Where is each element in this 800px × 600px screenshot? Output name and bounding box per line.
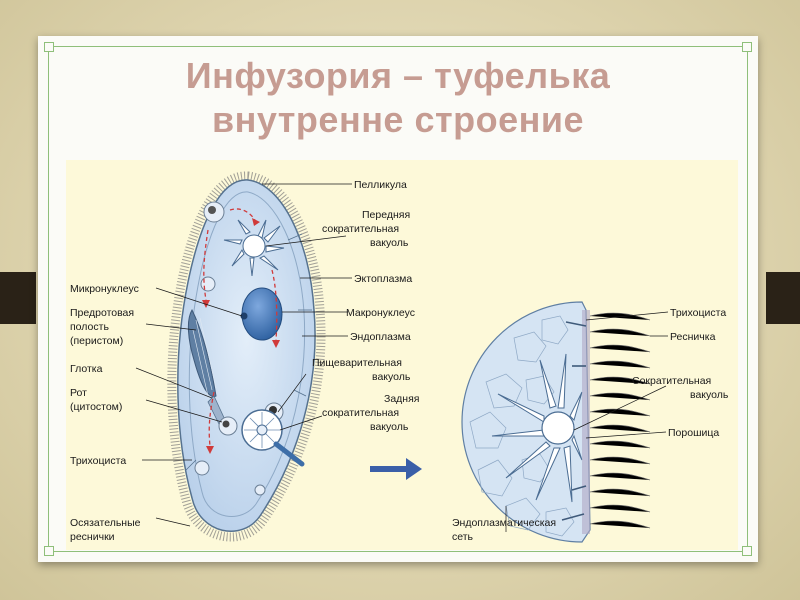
frame-corner bbox=[44, 546, 54, 556]
slide-title: Инфузория – туфелька внутренне строение bbox=[38, 54, 758, 142]
label-er-2: сеть bbox=[452, 531, 474, 543]
rosette-canals bbox=[491, 353, 583, 503]
label-macronucleus: Макронуклеус bbox=[346, 307, 415, 319]
label-digestive-vacuole-2: вакуоль bbox=[372, 371, 411, 383]
label-trichocyst-right: Трихоциста bbox=[670, 307, 726, 319]
label-pellicle: Пелликула bbox=[354, 179, 407, 191]
slide-frame bbox=[48, 46, 748, 552]
zoom-cilia bbox=[589, 312, 651, 529]
zoom-fragment bbox=[461, 301, 651, 543]
frame-corner bbox=[742, 546, 752, 556]
paramecium-figure: Пелликула Передняя сократительная вакуол… bbox=[66, 160, 738, 550]
cell-body bbox=[167, 171, 326, 542]
label-cilium: Ресничка bbox=[670, 331, 716, 343]
label-mouth-2: (цитостом) bbox=[70, 401, 122, 413]
label-ectoplasm: Эктоплазма bbox=[354, 273, 412, 285]
label-contractile-vacuole-2: вакуоль bbox=[690, 389, 729, 401]
label-cilia-1: Осязательные bbox=[70, 517, 141, 529]
title-line-1: Инфузория – туфелька bbox=[185, 55, 611, 96]
right-decor-bar bbox=[766, 272, 800, 324]
label-er-1: Эндоплазматическая bbox=[452, 517, 556, 529]
labels-right: Трихоциста Ресничка Сократительная вакуо… bbox=[452, 307, 729, 543]
trichocysts bbox=[185, 233, 312, 471]
transition-arrow bbox=[370, 458, 422, 480]
left-decor-bar bbox=[0, 272, 36, 324]
label-micronucleus: Микронуклеус bbox=[70, 283, 139, 295]
label-trichocyst-left: Трихоциста bbox=[70, 455, 126, 467]
label-pharynx: Глотка bbox=[70, 363, 103, 375]
label-endoplasm: Эндоплазма bbox=[350, 331, 411, 343]
anterior-contractile-vacuole bbox=[223, 219, 285, 277]
label-anterior-vacuole-1: Передняя bbox=[362, 209, 410, 221]
label-pore: Порошица bbox=[668, 427, 719, 439]
title-line-2: внутренне строение bbox=[211, 99, 585, 140]
paramecium-diagram: Пелликула Передняя сократительная вакуол… bbox=[70, 171, 729, 543]
macronucleus bbox=[241, 287, 283, 341]
frame-corner bbox=[44, 42, 54, 52]
labels-middle: Пелликула Передняя сократительная вакуол… bbox=[312, 179, 419, 433]
zoom-trichocysts bbox=[561, 321, 587, 521]
posterior-contractile-vacuole bbox=[241, 409, 305, 467]
frame-corner bbox=[742, 42, 752, 52]
label-peristome-3: (перистом) bbox=[70, 335, 123, 347]
micronucleus bbox=[240, 312, 248, 320]
label-posterior-vacuole-3: вакуоль bbox=[370, 421, 409, 433]
label-mouth-1: Рот bbox=[70, 387, 87, 399]
label-peristome-1: Предротовая bbox=[70, 307, 134, 319]
label-contractile-vacuole-1: Сократительная bbox=[632, 375, 711, 387]
label-posterior-vacuole-2: сократительная bbox=[322, 407, 399, 419]
label-cilia-2: реснички bbox=[70, 531, 115, 543]
label-digestive-vacuole-1: Пищеварительная bbox=[312, 357, 402, 369]
slide: Инфузория – туфелька внутренне строение bbox=[38, 36, 758, 562]
labels-left: Микронуклеус Предротовая полость (перист… bbox=[70, 283, 141, 543]
leader-lines bbox=[135, 183, 669, 532]
label-anterior-vacuole-3: вакуоль bbox=[370, 237, 409, 249]
label-peristome-2: полость bbox=[70, 321, 109, 333]
label-anterior-vacuole-2: сократительная bbox=[322, 223, 399, 235]
er-mesh bbox=[469, 315, 575, 537]
label-posterior-vacuole-1: Задняя bbox=[384, 393, 419, 405]
